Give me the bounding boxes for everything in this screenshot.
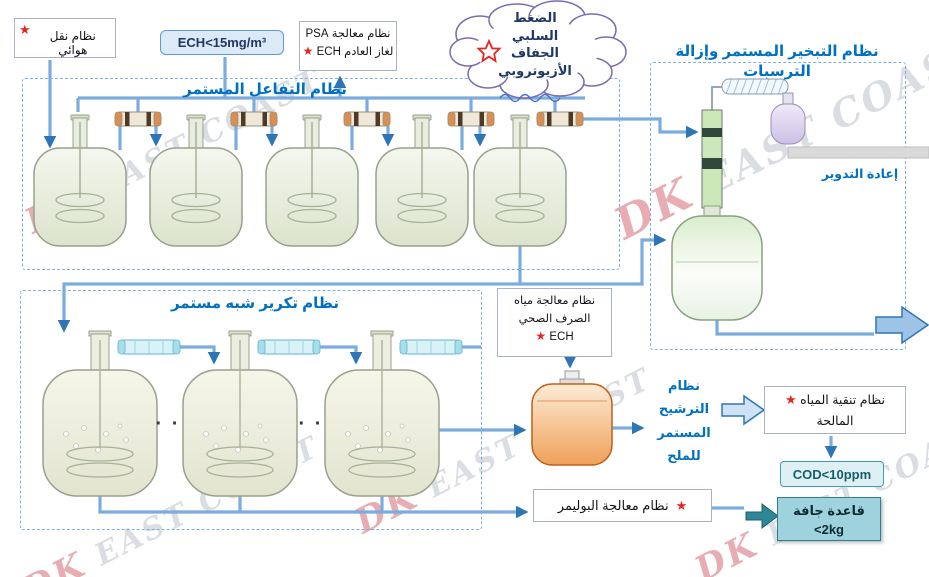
ech-limit-text: ECH<15mg/m³ (177, 35, 267, 50)
squiggle-underline (499, 93, 561, 103)
salt-filter-line2: الترشيح (658, 401, 710, 417)
recycle-vessel-neck (782, 92, 794, 105)
reaction-system-boundary (22, 78, 620, 270)
block-arrow-exit (875, 305, 929, 345)
psa-line1: نظام معالجة PSA (305, 28, 391, 40)
refining-vessel (324, 330, 440, 497)
pipes (43, 57, 874, 519)
pneumatic-transport-box: ★ نظام نقل هوائي (14, 18, 116, 58)
refining-vessel (182, 330, 298, 497)
block-arrow-to-drybase (745, 503, 779, 529)
evaporation-title-line1: نظام التبخير المستمر وإزالة (675, 43, 879, 60)
condenser (399, 339, 463, 355)
salt-filter-line3: المستمر (657, 424, 711, 440)
salt-tank (531, 370, 613, 466)
star-icon: ★ (302, 44, 314, 59)
cloud-text: الضغط السلبي الجفاف الأزيوتروبي (470, 9, 600, 79)
star-icon: ★ (784, 392, 797, 407)
reaction-system-title: نظام التفاعل المستمر (183, 81, 347, 98)
cloud-line4: الأزيوتروبي (498, 62, 572, 78)
cloud-line2: السلبي (511, 27, 559, 43)
drybase-line2: <2kg (814, 521, 844, 537)
salt-filter-title: نظام الترشيح المستمر للملح (652, 374, 716, 468)
cod-limit-box: COD<10ppm (780, 461, 884, 487)
evaporation-unit (671, 78, 929, 321)
wastewater-line1: نظام معالجة مياه (513, 295, 596, 307)
refining-system-boundary (20, 290, 482, 530)
evaporator-vessel (671, 215, 763, 321)
brine-line1: نظام تنقية المياه ★ (784, 392, 886, 407)
block-arrow-to-brine (721, 394, 766, 426)
brine-line2: المالحة (816, 414, 854, 429)
reactor-vessel (265, 114, 359, 247)
star-icon: ★ (675, 498, 688, 513)
dry-base-box: قاعدة جافة <2kg (777, 497, 881, 541)
pneumatic-label: نظام نقل هوائي (49, 29, 96, 57)
reactor-vessel (375, 114, 469, 247)
wastewater-box: نظام معالجة مياه الصرف الصحي ★ ECH (497, 288, 612, 357)
gray-pipes (711, 86, 722, 110)
evaporation-title-line2: الترسبات (743, 62, 811, 80)
wastewater-line2: الصرف الصحي (518, 312, 591, 325)
condenser (257, 339, 321, 355)
cloud-line1: الضغط (513, 10, 557, 25)
ellipsis-dots: · · (155, 413, 181, 435)
ech-limit-box: ECH<15mg/m³ (160, 30, 284, 55)
heat-exchanger (230, 111, 278, 127)
heat-exchanger (114, 111, 162, 127)
condenser (117, 339, 181, 355)
striped-condenser (721, 78, 789, 95)
star-icon: ★ (19, 22, 31, 37)
evaporation-system-boundary (650, 62, 906, 350)
brine-purification-box: نظام تنقية المياه ★ المالحة (764, 386, 906, 434)
heat-exchanger (343, 111, 391, 127)
reactor-vessel (33, 114, 127, 247)
recycle-vessel (770, 103, 806, 145)
heat-exchanger (536, 111, 584, 127)
evaporation-system-title: نظام التبخير المستمر وإزالة الترسبات (650, 42, 904, 81)
polymer-text: نظام معالجة البوليمر (557, 497, 669, 513)
reactor-vessel (149, 114, 243, 247)
drybase-line1: قاعدة جافة (793, 503, 865, 518)
salt-filter-line4: للملح (667, 448, 701, 464)
cloud-shape (449, 0, 627, 99)
salt-filter-line1: نظام (668, 378, 700, 393)
ellipsis-dots: · · (298, 413, 324, 435)
reactor-vessel (473, 114, 567, 247)
recycle-label: إعادة التدوير (821, 167, 899, 181)
cod-text: COD<10ppm (792, 466, 872, 482)
star-icon: ★ (535, 328, 547, 343)
refining-vessel (42, 330, 158, 497)
column-band (702, 128, 722, 137)
wastewater-line3: ★ ECH (535, 328, 574, 343)
psa-box: نظام معالجة PSA لغاز العادم ECH ★ (299, 21, 397, 71)
heat-exchanger (447, 111, 495, 127)
refining-system-title: نظام تكرير شبه مستمر (170, 295, 340, 312)
refining-train (42, 330, 463, 497)
polymer-treatment-box: ★ نظام معالجة البوليمر (533, 489, 712, 522)
cloud-line3: الجفاف (510, 45, 560, 61)
psa-line2: لغاز العادم ECH ★ (302, 44, 394, 59)
reactor-train (33, 111, 584, 247)
cloud-star-icon (476, 38, 502, 63)
column-band (702, 158, 722, 169)
recycle-pipe (787, 146, 929, 159)
